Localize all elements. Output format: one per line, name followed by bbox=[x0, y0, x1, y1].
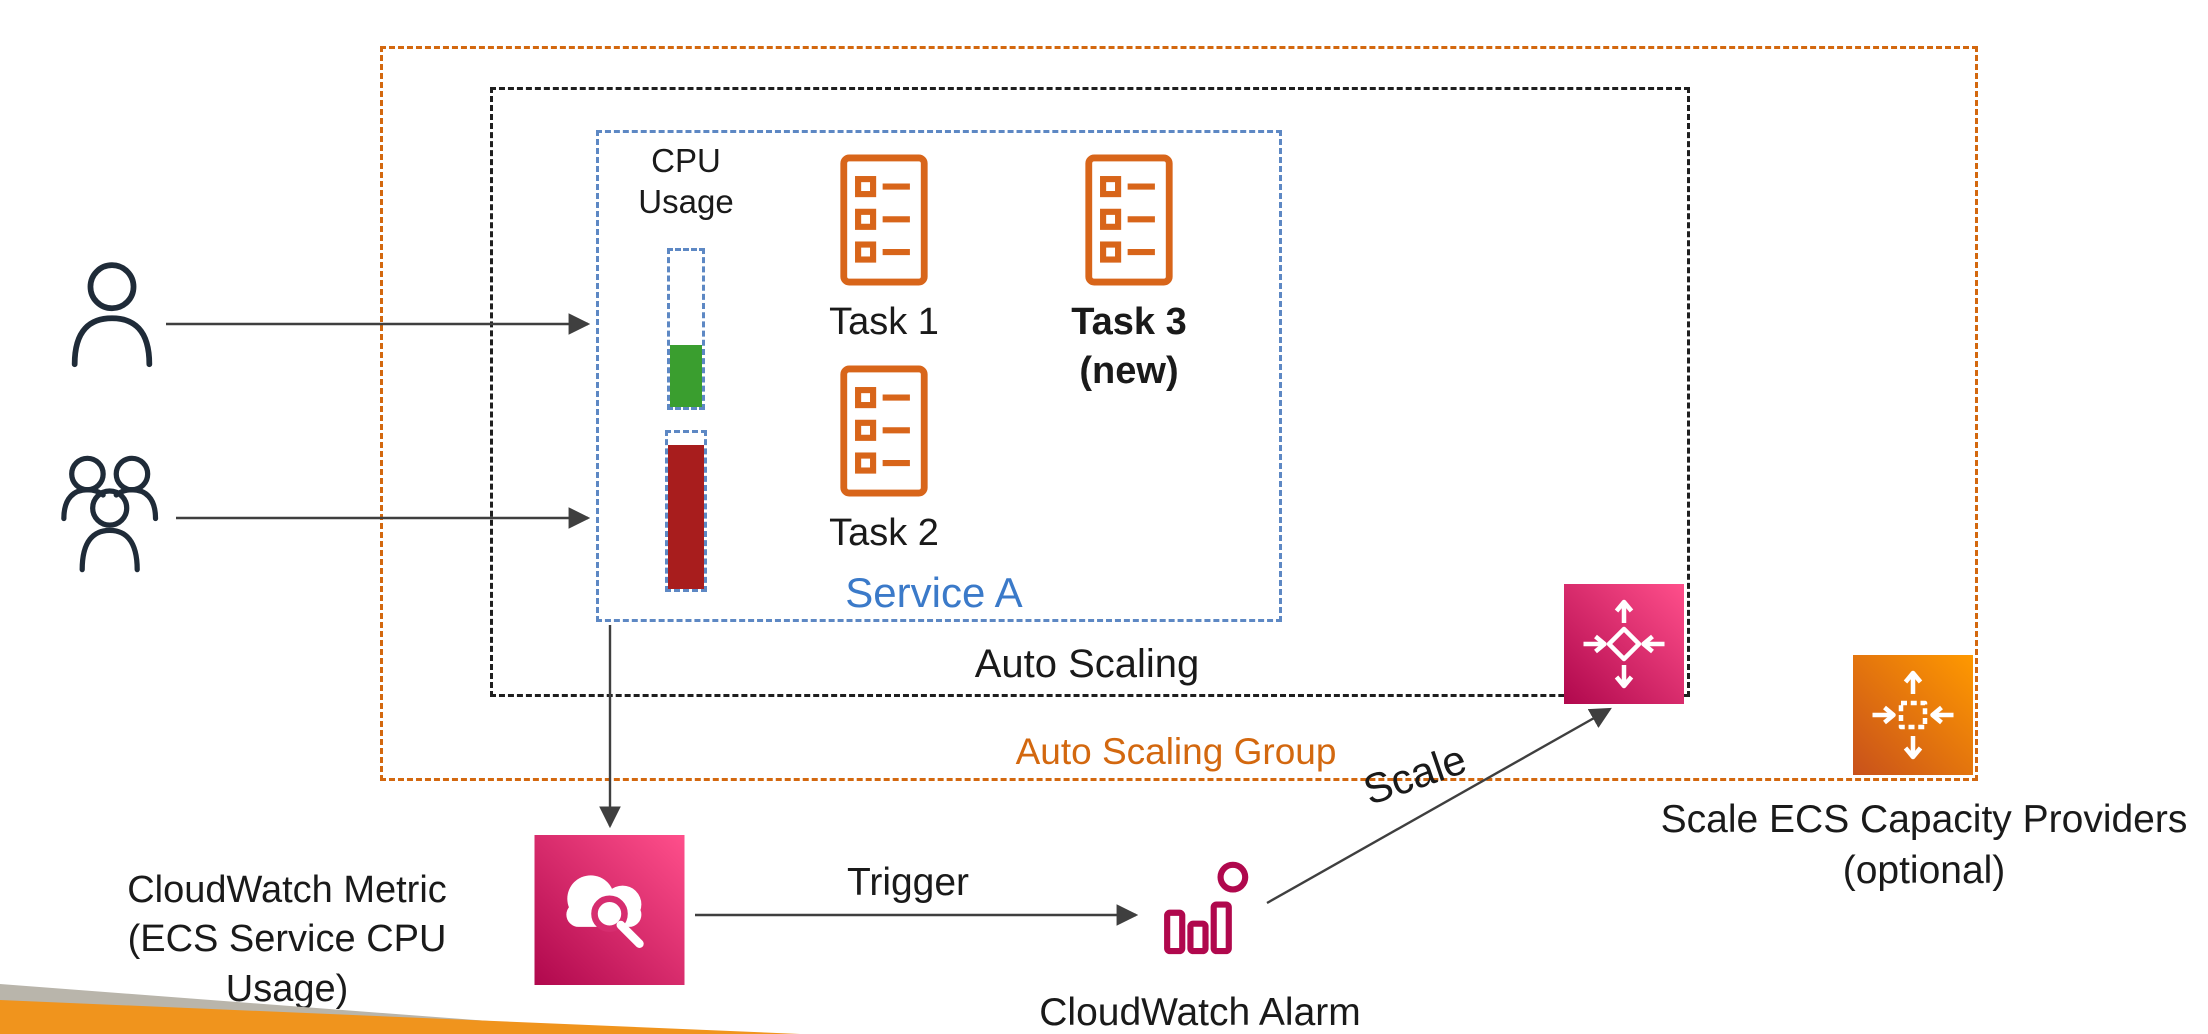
cloudwatch-alarm-icon bbox=[1148, 849, 1263, 971]
auto-scaling-group-label: Auto Scaling Group bbox=[1015, 731, 1337, 772]
capacity-provider-icon bbox=[1853, 655, 1973, 775]
task-2-label: Task 2 bbox=[829, 512, 939, 554]
trigger-label: Trigger bbox=[846, 861, 970, 904]
capacity-provider-label: Scale ECS Capacity Providers (optional) bbox=[1660, 798, 2188, 892]
task-1-label: Task 1 bbox=[829, 301, 939, 343]
auto-scaling-box bbox=[490, 87, 1690, 697]
auto-scaling-group-box bbox=[380, 46, 1978, 781]
cpu-gauge-high bbox=[665, 430, 707, 592]
auto-scaling-label: Auto Scaling bbox=[974, 642, 1200, 686]
cpu-gauge-high-fill bbox=[668, 445, 704, 589]
cpu-gauge-low-fill bbox=[670, 344, 702, 407]
service-a-box bbox=[596, 130, 1282, 622]
service-a-label: Service A bbox=[845, 569, 1023, 616]
task-2-icon bbox=[839, 363, 929, 499]
task-1-icon bbox=[839, 152, 929, 288]
users-group-icon bbox=[56, 448, 166, 576]
cloudwatch-alarm-label: CloudWatch Alarm bbox=[1039, 991, 1361, 1034]
user-icon bbox=[66, 258, 158, 370]
cloudwatch-metric-label: CloudWatch Metric (ECS Service CPU Usage… bbox=[127, 869, 447, 1010]
ecs-service-scaling-icon bbox=[1563, 584, 1685, 704]
cloudwatch-metric-icon bbox=[532, 835, 687, 985]
cpu-gauge-low bbox=[667, 248, 705, 410]
task-3-icon bbox=[1084, 152, 1174, 288]
arrow-scale bbox=[1266, 707, 1612, 905]
task-3-label: Task 3 (new) bbox=[1071, 301, 1187, 393]
cpu-usage-label: CPU Usage bbox=[638, 142, 734, 221]
